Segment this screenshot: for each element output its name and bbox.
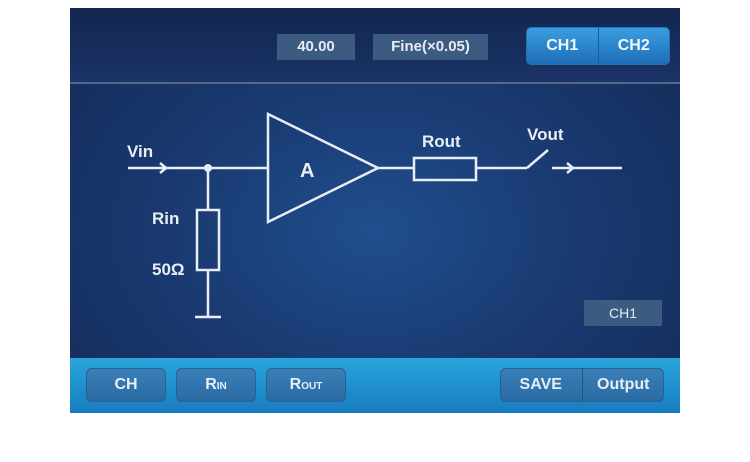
output-arrow-icon	[566, 162, 575, 174]
rout-button-label: R	[289, 376, 302, 393]
screen: 40.00 Fine(×0.05) CH1 CH2 Vin A Rout Vou…	[70, 8, 680, 413]
channel-selector: CH1 CH2	[527, 28, 669, 64]
rin-label: Rin	[152, 209, 179, 228]
rin-resistor	[195, 208, 221, 272]
input-arrow-icon	[159, 162, 168, 174]
vin-label: Vin	[127, 142, 153, 161]
save-button[interactable]: SAVE	[519, 376, 562, 393]
ch-button[interactable]: CH	[86, 368, 166, 402]
amplifier-triangle	[266, 111, 381, 225]
channel-indicator: CH1	[584, 300, 662, 326]
rout-resistor	[412, 156, 478, 182]
vout-label: Vout	[527, 125, 564, 144]
rout-button[interactable]: ROUT	[266, 368, 346, 402]
output-switch	[526, 149, 549, 169]
rin-button-label: R	[205, 376, 217, 393]
circuit-diagram: Vin A Rout Vout Rin 50Ω	[127, 111, 622, 319]
bottom-toolbar: CH RIN ROUT SAVE Output	[70, 358, 680, 413]
rin-button-subscript: IN	[216, 381, 227, 392]
junction-dot	[204, 164, 212, 172]
output-button[interactable]: Output	[581, 368, 665, 402]
rin-value-label: 50Ω	[152, 260, 185, 279]
top-bar: 40.00 Fine(×0.05) CH1 CH2	[70, 8, 680, 84]
rout-button-subscript: OUT	[301, 381, 323, 392]
value-display[interactable]: 40.00	[277, 34, 355, 60]
save-output-group: SAVE Output	[500, 368, 664, 402]
rin-button[interactable]: RIN	[176, 368, 256, 402]
step-mode-display[interactable]: Fine(×0.05)	[373, 34, 488, 60]
ch1-button[interactable]: CH1	[546, 37, 579, 54]
amplifier-label: A	[300, 160, 314, 182]
rout-label: Rout	[422, 132, 461, 151]
ch2-button[interactable]: CH2	[597, 28, 670, 64]
